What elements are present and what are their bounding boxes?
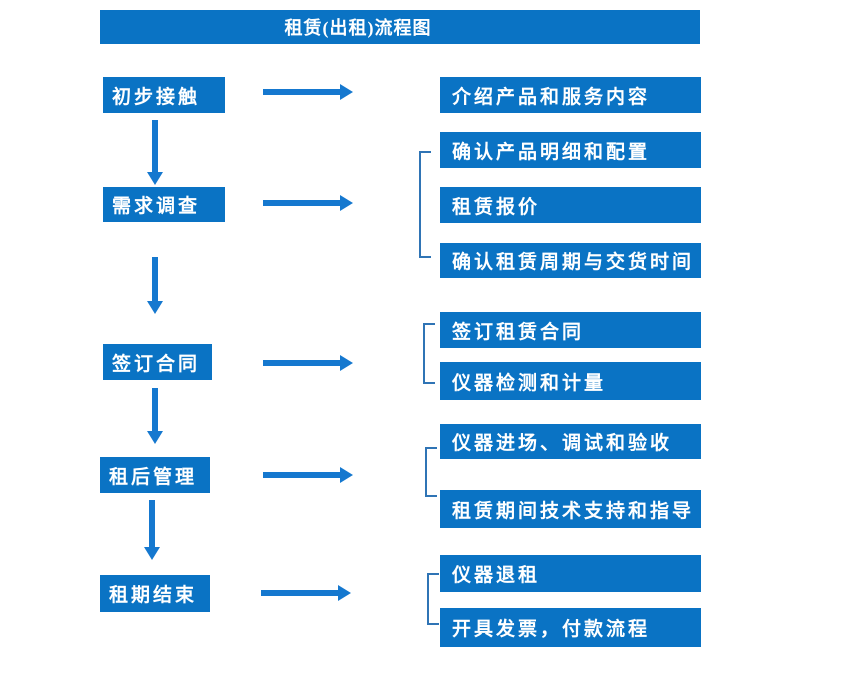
down-arrow-1	[147, 120, 163, 185]
arrow-stem	[152, 120, 158, 173]
stage-box-rental-end: 租期结束	[100, 575, 210, 612]
stage-box-sign-contract: 签订合同	[103, 344, 212, 380]
detail-label: 租赁期间技术支持和指导	[452, 500, 695, 522]
right-arrow-4	[263, 467, 353, 483]
detail-box-introduce-products: 介绍产品和服务内容	[440, 77, 701, 113]
stage-label: 需求调查	[112, 196, 201, 217]
arrow-stem	[263, 472, 342, 478]
stage-box-demand-survey: 需求调查	[103, 187, 225, 222]
down-arrow-3	[147, 388, 163, 444]
detail-box-instrument-setup-acceptance: 仪器进场、调试和验收	[440, 424, 701, 459]
detail-label: 仪器检测和计量	[452, 372, 607, 394]
detail-box-confirm-product-details: 确认产品明细和配置	[440, 132, 701, 168]
detail-box-instrument-testing: 仪器检测和计量	[440, 362, 701, 400]
flowchart-title-bar: 租赁(出租)流程图	[100, 10, 700, 44]
detail-box-rental-quote: 租赁报价	[440, 187, 701, 223]
arrow-stem	[261, 590, 340, 596]
detail-label: 仪器进场、调试和验收	[452, 433, 673, 454]
arrow-head	[147, 431, 163, 444]
arrow-stem	[263, 200, 342, 206]
detail-label: 开具发票，付款流程	[452, 619, 651, 640]
right-arrow-1	[263, 84, 353, 100]
right-arrow-5	[261, 585, 351, 601]
arrow-head	[338, 585, 351, 601]
right-arrow-3	[263, 355, 353, 371]
detail-label: 确认产品明细和配置	[452, 141, 651, 163]
arrow-stem	[263, 360, 342, 366]
stage-label: 初步接触	[112, 86, 201, 108]
arrow-head	[340, 84, 353, 100]
detail-label: 租赁报价	[452, 196, 541, 218]
down-arrow-2	[147, 257, 163, 314]
right-arrow-2	[263, 195, 353, 211]
detail-box-technical-support: 租赁期间技术支持和指导	[440, 490, 701, 528]
group-bracket-sign-contract	[423, 323, 435, 384]
arrow-head	[147, 301, 163, 314]
group-bracket-demand-survey	[419, 151, 431, 258]
detail-label: 确认租赁周期与交货时间	[452, 252, 695, 273]
arrow-head	[340, 195, 353, 211]
down-arrow-4	[144, 500, 160, 560]
arrow-stem	[149, 500, 155, 548]
stage-label: 签订合同	[112, 353, 201, 375]
detail-box-sign-rental-contract: 签订租赁合同	[440, 312, 701, 348]
arrow-stem	[152, 257, 158, 302]
arrow-head	[147, 172, 163, 185]
arrow-head	[144, 547, 160, 560]
arrow-head	[340, 355, 353, 371]
detail-box-instrument-return: 仪器退租	[440, 555, 701, 592]
detail-label: 介绍产品和服务内容	[452, 86, 651, 108]
detail-label: 签订租赁合同	[452, 321, 585, 343]
stage-box-post-rental-management: 租后管理	[100, 457, 210, 493]
stage-box-initial-contact: 初步接触	[103, 77, 225, 113]
group-bracket-post-rental	[425, 447, 437, 497]
group-bracket-rental-end	[427, 573, 439, 625]
arrow-head	[340, 467, 353, 483]
flowchart-title: 租赁(出租)流程图	[284, 18, 432, 38]
arrow-stem	[152, 388, 158, 432]
stage-label: 租期结束	[109, 585, 198, 606]
detail-box-confirm-rental-period: 确认租赁周期与交货时间	[440, 243, 701, 278]
detail-box-invoice-payment: 开具发票，付款流程	[440, 608, 701, 647]
stage-label: 租后管理	[109, 466, 198, 488]
arrow-stem	[263, 89, 342, 95]
detail-label: 仪器退租	[452, 565, 541, 586]
